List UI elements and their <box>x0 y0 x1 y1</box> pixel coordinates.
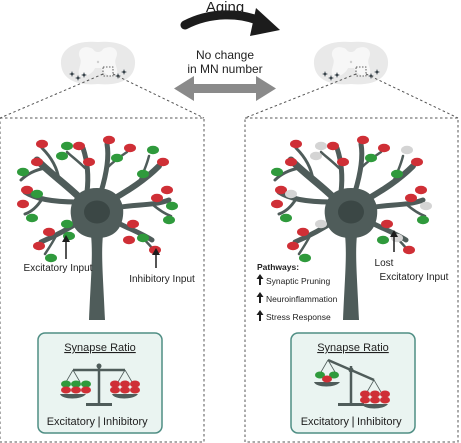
right-zoom-panel <box>244 117 459 443</box>
left-ratio-separator: | <box>97 414 100 428</box>
right-ratio-inhibitory-label: Inhibitory <box>357 416 402 428</box>
pathway-up-arrow-3 <box>256 310 264 321</box>
right-ratio-excitatory-label: Excitatory <box>301 416 350 428</box>
bidirectional-arrow <box>174 76 276 101</box>
aging-arrow <box>180 8 280 36</box>
left-synapse-ratio-box: Synapse Ratio <box>37 332 163 434</box>
pathway-synaptic-pruning: Synaptic Pruning <box>266 276 331 286</box>
pathway-stress-response: Stress Response <box>266 312 331 322</box>
inhibitory-pointer-arrow <box>152 248 160 268</box>
no-change-label-line1: No change <box>196 48 254 62</box>
left-balance-scale-icon <box>60 363 140 406</box>
right-balance-scale-icon <box>314 358 390 409</box>
right-neuron <box>271 135 432 320</box>
right-ratio-separator: | <box>351 414 354 428</box>
no-change-label-line2: in MN number <box>187 62 262 76</box>
zoom-lines <box>0 73 459 119</box>
lost-label-line2: Excitatory Input <box>380 272 449 283</box>
left-neuron <box>17 135 178 320</box>
right-spinal-cord <box>313 41 389 85</box>
left-ratio-excitatory-label: Excitatory <box>47 416 96 428</box>
right-ratio-title: Synapse Ratio <box>317 342 389 354</box>
excitatory-input-label: Excitatory Input <box>24 263 93 274</box>
pathways-title: Pathways: <box>257 262 299 272</box>
pathway-neuroinflammation: Neuroinflammation <box>266 294 338 304</box>
pathway-up-arrow-2 <box>256 292 264 303</box>
lost-excitatory-pointer-arrow <box>390 230 398 252</box>
excitatory-pointer-arrow <box>62 235 70 259</box>
left-ratio-inhibitory-label: Inhibitory <box>103 416 148 428</box>
lost-label-line1: Lost <box>375 258 394 269</box>
left-ratio-title: Synapse Ratio <box>64 342 136 354</box>
left-spinal-cord <box>60 41 136 85</box>
pathway-up-arrow-1 <box>256 274 264 285</box>
aging-label: Aging <box>206 0 244 16</box>
right-synapse-ratio-box: Synapse Ratio Excitat <box>290 332 416 434</box>
inhibitory-input-label: Inhibitory Input <box>129 274 195 285</box>
left-zoom-panel <box>0 117 205 443</box>
